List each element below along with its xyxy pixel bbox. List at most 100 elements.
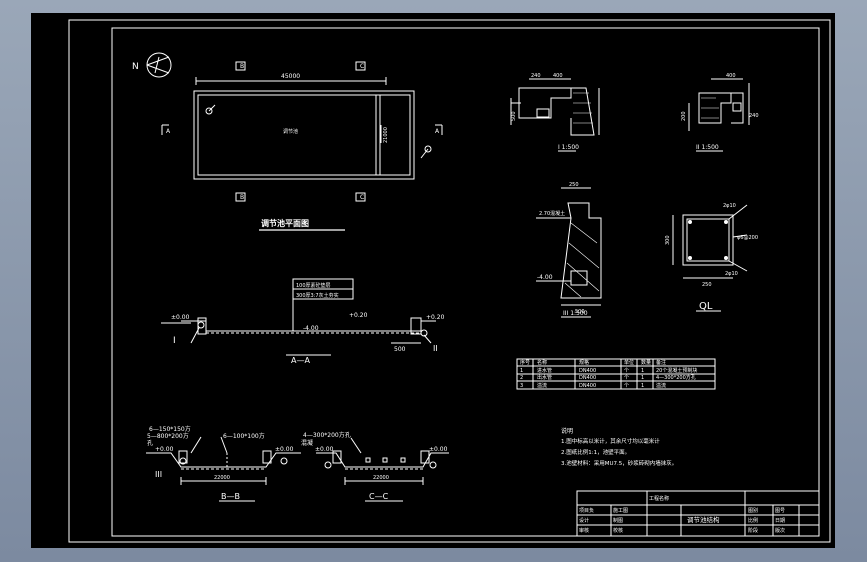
section-aa (161, 278, 436, 356)
table-cell: 1 (641, 383, 644, 389)
detail-ii (688, 78, 750, 152)
ql-dim-top: 250 (702, 282, 712, 288)
table-cell: 3 (520, 383, 523, 389)
pipe-marker (424, 145, 432, 153)
outer-frame (68, 19, 831, 543)
cc-elev-right: ±0.00 (429, 446, 448, 453)
detail-ql (672, 204, 748, 312)
table-cell: 溢流 (656, 382, 666, 389)
plan-width-dim: 21000 (383, 127, 389, 143)
table-cell: 4—300*200方孔 (656, 374, 696, 381)
detail-iii-elev: -4.00 (537, 274, 553, 281)
table-cell: DN400 (579, 383, 596, 389)
north-arrow-circle (146, 52, 172, 78)
detail-i-dim-2: 400 (553, 73, 563, 79)
tb-right-1: 图号 (775, 508, 785, 514)
tb-left-4: 审核 (579, 527, 589, 534)
detail-iii-note: 2.70混凝土 (539, 210, 565, 217)
aa-title: A—A (291, 356, 310, 365)
bb-dim: 22000 (214, 475, 230, 481)
ql-label: QL (699, 301, 713, 312)
aa-elev-bottom: -4.00 (303, 325, 319, 332)
detail-iii-top: 250 (569, 182, 579, 188)
table-header-cell: 备注 (656, 359, 666, 366)
drawing-border (111, 27, 820, 537)
ql-bar-top: 2φ10 (723, 203, 736, 209)
table-cell: 2 (520, 375, 523, 381)
bb-elev-right: ±0.00 (275, 446, 294, 453)
tb-right-3: 日期 (775, 518, 785, 524)
table-cell: 出水管 (537, 374, 552, 381)
bb-elev-left: +0.00 (155, 446, 174, 453)
table-cell: 1 (520, 368, 523, 374)
detail-i-label: I 1:500 (558, 144, 579, 151)
tb-left-3: 制图 (613, 517, 623, 524)
notes-item-2: 2.图纸比例1:1，池壁平面。 (561, 448, 630, 456)
table-header-cell: 数量 (641, 359, 651, 366)
plan-view (146, 52, 443, 231)
table-header-cell: 名称 (537, 359, 547, 366)
cc-label-1b: 混凝 (301, 439, 313, 447)
cut-b-bottom: B (240, 194, 244, 201)
tb-right-4: 阶段 (748, 527, 758, 534)
aa-dim-right: 500 (394, 346, 406, 353)
north-arrow-icon (146, 56, 170, 74)
notes-item-1: 1.图中标高以米计，其余尺寸均以毫米计 (561, 437, 660, 445)
section-bb (146, 436, 301, 502)
cc-elev-left: ±0.00 (315, 446, 334, 453)
cut-a-right: A (435, 128, 440, 135)
tb-right-0: 图别 (748, 507, 758, 514)
pool-inner-wall (197, 94, 411, 176)
aa-mark-i: I (173, 336, 176, 346)
plan-title: 调节池平面图 (261, 218, 309, 228)
cut-b-top: B (240, 63, 244, 70)
table-cell: 溢流 (537, 382, 547, 389)
table-cell: 个 (624, 383, 629, 389)
cc-dim: 22000 (373, 475, 389, 481)
table-header-cell: 单位 (624, 359, 634, 366)
table-cell: 个 (624, 368, 629, 374)
aa-note-2: 300厚3:7灰土夯实 (296, 292, 339, 299)
pipe-marker (205, 107, 213, 115)
cad-drawing: N 45000 B C B C A A 调节池 21000 调节池平面图 100… (68, 19, 831, 543)
detail-ii-dim-2: 240 (749, 113, 759, 119)
title-block (576, 490, 820, 537)
notes-item-3: 3.池壁材料：采用MU7.5，砂浆砖砌内墙抹灰。 (561, 459, 677, 467)
bb-label-2: 5—800*200方 (147, 432, 189, 440)
table-cell: 20个混凝土预制块 (656, 367, 697, 374)
table-header-cell: 序号 (520, 359, 530, 366)
pool-label: 调节池 (283, 128, 298, 135)
cut-c-bottom: C (360, 194, 364, 201)
table-cell: 1 (641, 375, 644, 381)
aa-note-1: 100厚素砼垫层 (296, 282, 331, 289)
table-cell: 1 (641, 368, 644, 374)
detail-i-dim-1: 240 (531, 73, 541, 79)
detail-ii-dim-1: 400 (726, 73, 736, 79)
plan-length-dim: 45000 (281, 73, 300, 80)
bb-title: B—B (221, 492, 240, 501)
aa-elev-left: ±0.00 (171, 314, 190, 321)
cut-a-left: A (166, 128, 171, 135)
table-cell: DN400 (579, 375, 596, 381)
tb-drawing-title: 调节池结构 (687, 515, 720, 524)
notes-title: 说明 (561, 427, 573, 435)
bb-label-3: 6—100*100方 (223, 432, 265, 440)
tb-right-5: 版次 (775, 527, 785, 534)
bb-label-2b: 孔 (147, 439, 153, 447)
detail-i (510, 78, 600, 152)
bb-label-1: 6—150*150方 (149, 425, 191, 433)
tb-right-2: 比例 (748, 517, 758, 524)
tb-left-5: 校核 (613, 527, 623, 534)
tb-project: 工程名称 (649, 495, 669, 502)
table-cell: DN400 (579, 368, 596, 374)
pool-outer-wall (193, 90, 415, 180)
north-label: N (132, 62, 139, 72)
cut-c-top: C (360, 63, 364, 70)
cad-viewport[interactable]: N 45000 B C B C A A 调节池 21000 调节池平面图 100… (31, 13, 835, 548)
cc-title: C—C (369, 492, 389, 501)
table-header-cell: 规格 (579, 359, 589, 366)
tb-left-2: 设计 (579, 517, 589, 524)
ql-bar-bottom: 2φ10 (725, 271, 738, 277)
detail-i-dim-3: 500 (511, 111, 517, 121)
